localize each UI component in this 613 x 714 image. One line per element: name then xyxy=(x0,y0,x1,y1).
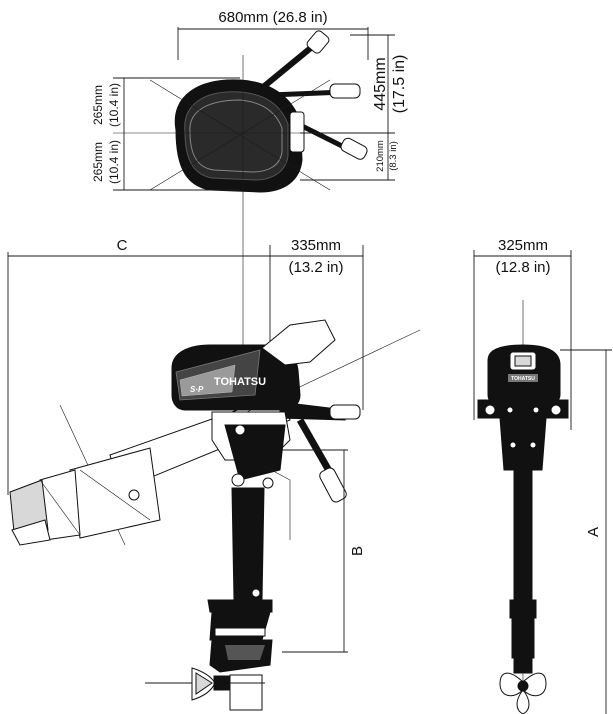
tiller-handle-side xyxy=(279,401,361,503)
side-in-label: (8.3 in) xyxy=(388,141,399,171)
side-mm-label: 210mm xyxy=(375,140,386,172)
diag-line-2 xyxy=(149,79,331,191)
overall-width-label: 680mm (26.8 in) xyxy=(218,9,327,26)
propeller-back xyxy=(499,672,547,714)
side-view: C 335mm (13.2 in) TOHATSU S·P xyxy=(7,237,421,711)
cowling-side: TOHATSU S·P xyxy=(171,344,301,411)
rear-mm-label: 265mm xyxy=(91,142,105,182)
top-view: 680mm (26.8 in) 265mm (10.4 in) 265mm xyxy=(91,9,408,440)
back-view: 325mm (12.8 in) TOHATSU xyxy=(473,237,612,714)
cowling-top xyxy=(174,79,305,193)
b-label: B xyxy=(349,546,366,556)
small-badge-text: TOHATSU xyxy=(511,376,535,382)
depth-in-label: (13.2 in) xyxy=(288,259,343,276)
back-in-label: (12.8 in) xyxy=(495,259,550,276)
back-mm-label: 325mm xyxy=(498,237,548,254)
shaft-leg xyxy=(207,487,273,711)
back-shaft xyxy=(509,469,537,674)
a-label: A xyxy=(585,527,602,537)
depth-mm-label: 335mm xyxy=(291,237,341,254)
handle-mm-label: 445mm xyxy=(372,57,389,110)
brand-text: TOHATSU xyxy=(214,376,266,388)
handle-in-label: (17.5 in) xyxy=(391,55,408,114)
cowling-back: TOHATSU xyxy=(487,344,561,407)
c-label: C xyxy=(117,237,128,254)
front-mm-label: 265mm xyxy=(91,85,105,125)
back-brackets xyxy=(477,399,569,471)
tiller-handle-upper xyxy=(260,30,368,160)
model-text: S·P xyxy=(190,385,204,394)
propeller-side xyxy=(145,667,265,701)
front-in-label: (10.4 in) xyxy=(107,83,121,127)
tilted-cowling-ghost xyxy=(261,319,336,366)
mid-section xyxy=(211,411,291,540)
rear-in-label: (10.4 in) xyxy=(107,140,121,184)
